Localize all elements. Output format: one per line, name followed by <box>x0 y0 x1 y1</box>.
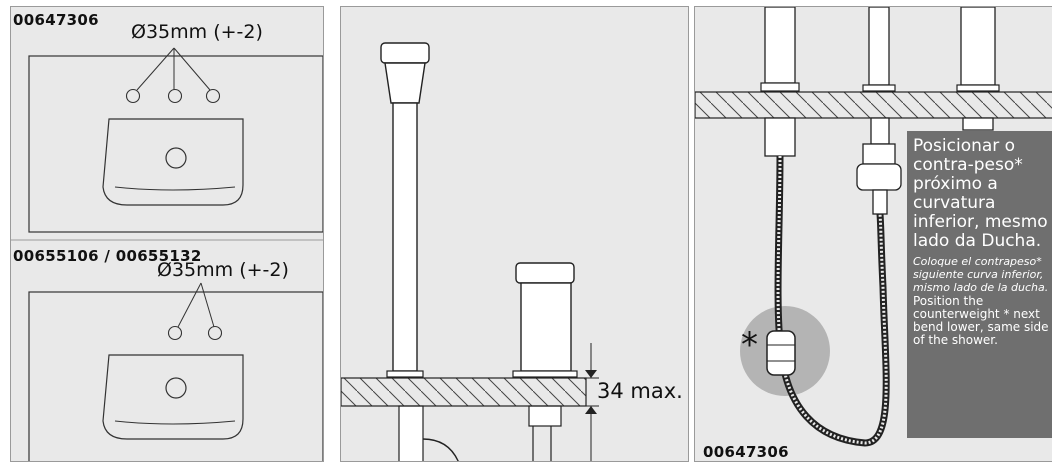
thickness-dimension <box>576 343 599 461</box>
basin-panel: 00647306 Ø35mm (+-2) 00655106 / 00655132… <box>10 6 324 462</box>
faucet-drawing <box>341 42 599 461</box>
counterweight-panel: * Posicionar o contra-peso* próximo a cu… <box>694 6 1052 462</box>
hose-connectors <box>764 117 994 215</box>
countertop-section <box>341 377 587 407</box>
max-thickness-label: 34 max. <box>597 379 683 403</box>
instruction-pt: Posicionar o contra-peso* próximo a curv… <box>913 136 1048 251</box>
hose-drawing <box>695 7 1052 447</box>
instruction-callout: Posicionar o contra-peso* próximo a curv… <box>907 131 1052 438</box>
basin-top-drawing <box>28 47 323 233</box>
hole-diameter-top: Ø35mm (+-2) <box>131 21 263 43</box>
instruction-es: Coloque el contrapeso* siguiente curva i… <box>913 255 1049 294</box>
mixer-handle-drawing <box>512 262 578 461</box>
product-code-top: 00647306 <box>13 11 99 29</box>
counterweight <box>766 330 796 376</box>
asterisk-marker: * <box>741 325 758 365</box>
basin-drawings <box>11 47 323 461</box>
instruction-en: Position the counterweight * next bend l… <box>913 294 1049 347</box>
tall-spout-drawing <box>380 42 459 461</box>
product-code-right: 00647306 <box>703 443 789 461</box>
faucet-height-panel: 34 max. <box>340 6 689 462</box>
basin-bottom-drawing <box>28 282 323 461</box>
hole-diameter-bottom: Ø35mm (+-2) <box>157 259 289 281</box>
product-code-bottom: 00655106 / 00655132 <box>13 247 202 265</box>
faucet-bodies <box>760 7 1000 92</box>
countertop-section <box>695 91 1052 119</box>
